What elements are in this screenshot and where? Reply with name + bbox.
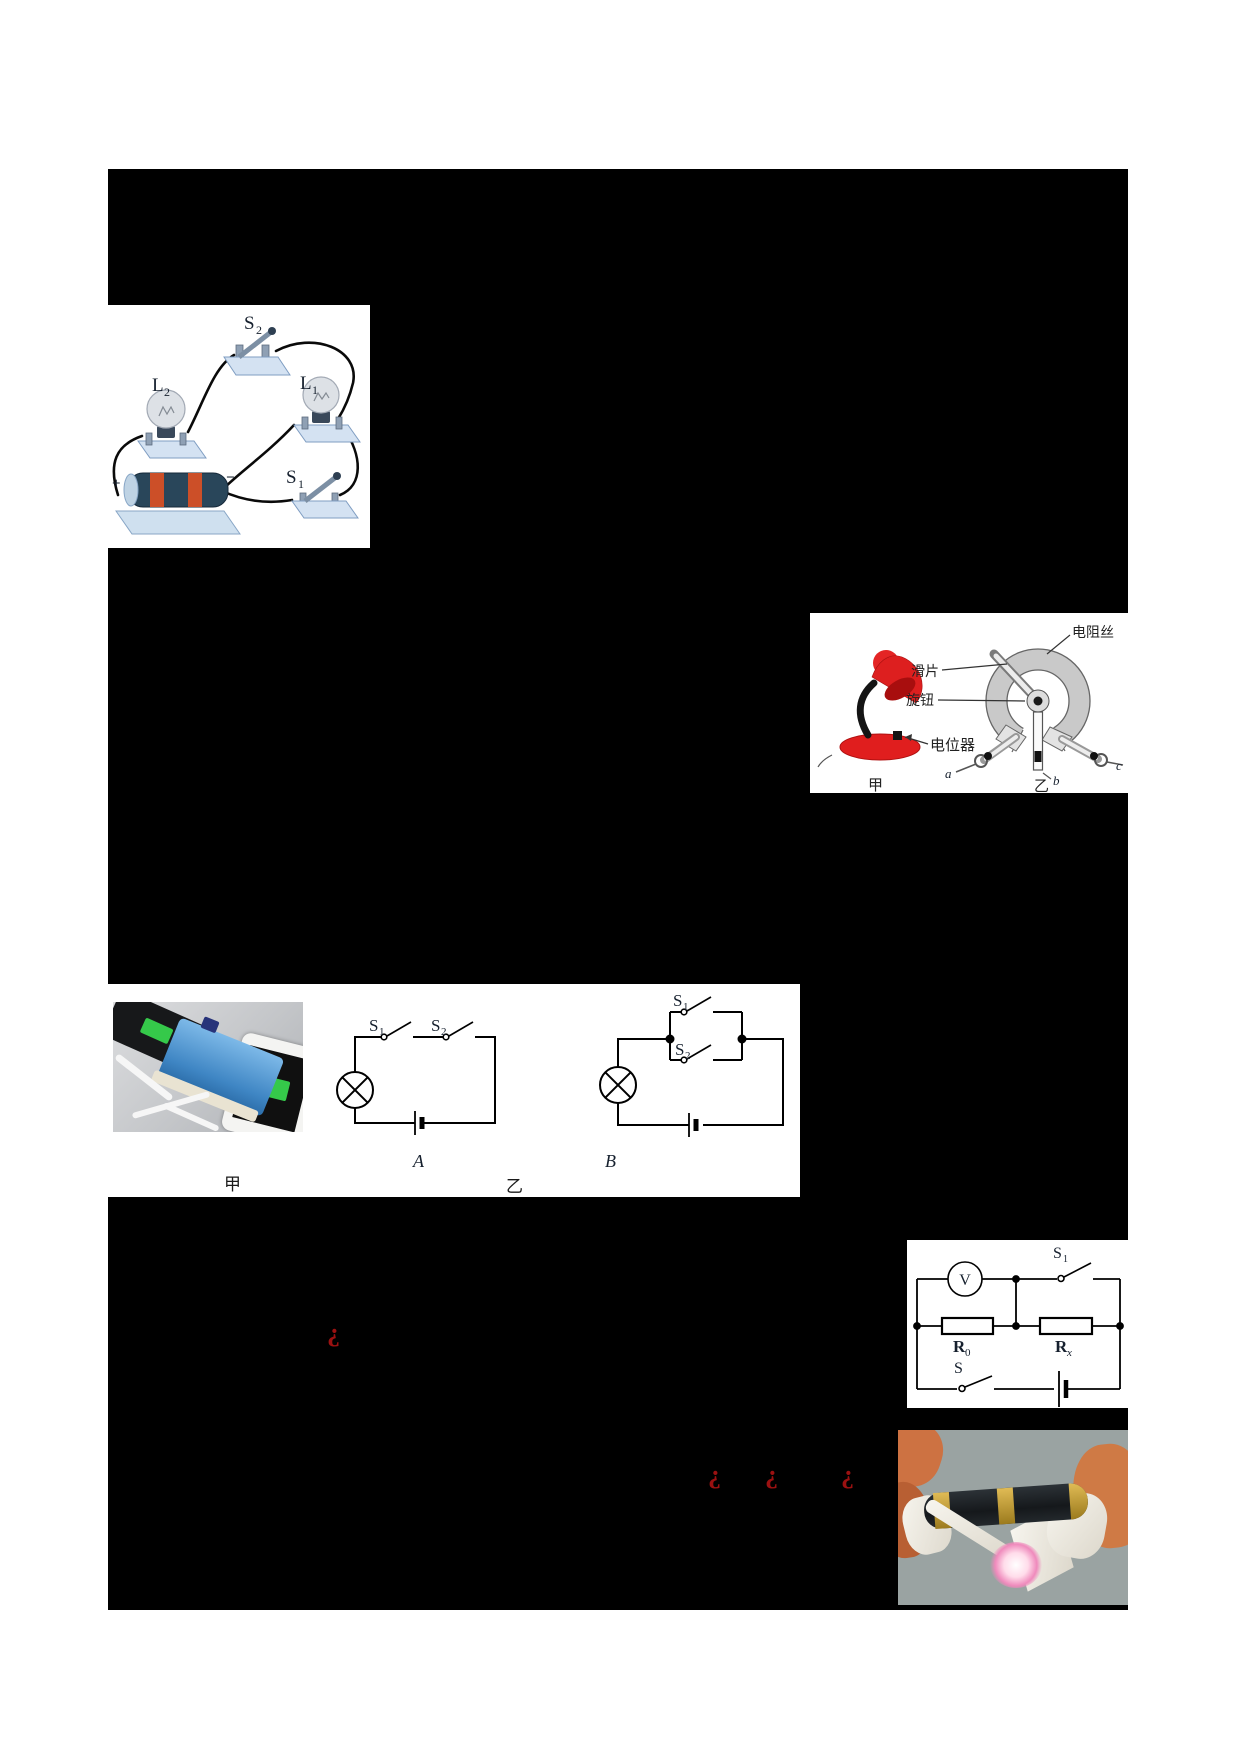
bulb-l1	[293, 376, 361, 443]
figure-powerbank-circuits: S 1 S 2 A	[108, 984, 800, 1197]
switch-s1-sub: 1	[298, 477, 304, 491]
switch-s2-sub: 2	[256, 323, 262, 337]
potentiometer-pointer-arrow	[905, 734, 912, 741]
terminal-c-label: c	[1116, 758, 1122, 773]
circuit-a-s1-label: S	[369, 1016, 378, 1035]
circuit-a	[336, 1021, 496, 1135]
bulbs-circuit-drawing: + − S 2 L 2	[112, 313, 361, 535]
red-placeholder-mark: ¿	[708, 1460, 721, 1489]
circuit-wires	[913, 1261, 1124, 1407]
red-placeholder-mark: ¿	[327, 1318, 340, 1347]
desk-lamp	[817, 650, 923, 768]
glowing-spot	[990, 1542, 1042, 1588]
bulb-l1-sub: 1	[312, 383, 318, 397]
switch-s1-label: S	[286, 467, 297, 488]
fig2-jia-label: 甲	[868, 776, 883, 793]
knob-pointer	[937, 699, 1026, 702]
figure-lamp-potentiometer: 电位器	[810, 613, 1128, 795]
battery-minus-label: −	[226, 470, 235, 486]
circuit-a-s1-sub: 1	[379, 1026, 385, 1038]
circuit-a-s2-label: S	[431, 1016, 440, 1035]
usb-cable	[162, 1102, 220, 1132]
potentiometer-diagram	[955, 648, 1124, 780]
fig4-s-label: S	[954, 1360, 963, 1377]
circuit-a-s2-sub: 2	[441, 1026, 447, 1038]
fig4-rx-label: R	[1055, 1337, 1068, 1356]
lamp-potentiometer-drawing: 电位器	[817, 625, 1124, 795]
fig4-r0-sub: 0	[965, 1347, 971, 1359]
fig3-jia-label: 甲	[224, 1175, 241, 1195]
red-placeholder-mark: ¿	[841, 1460, 854, 1489]
terminal-b-label: b	[1053, 773, 1060, 788]
fig4-s1-sub: 1	[1063, 1254, 1068, 1265]
fig4-s1-label: S	[1053, 1245, 1062, 1262]
slider-label: 滑片	[911, 663, 939, 680]
knob-label: 旋钮	[906, 693, 934, 709]
switch-s2-label: S	[244, 313, 255, 334]
resistance-wire-label: 电阻丝	[1072, 625, 1114, 641]
figure-voltmeter-circuit: V S 1 R 0 R x S	[907, 1240, 1128, 1408]
potentiometer-label: 电位器	[930, 736, 975, 754]
battery-plus-label: +	[112, 476, 121, 492]
red-placeholder-mark: ¿	[765, 1460, 778, 1489]
circuit-b-s2-label: S	[675, 1040, 684, 1059]
voltmeter-label: V	[959, 1272, 971, 1289]
circuit-a-label: A	[412, 1151, 425, 1171]
lamp-dimmer-knob	[893, 731, 902, 740]
battery	[115, 472, 241, 535]
circuit-b-s1-sub: 1	[683, 1001, 689, 1013]
fig2-yi-label: 乙	[1034, 777, 1049, 793]
knob-center	[1033, 696, 1043, 706]
circuit-b-s1-label: S	[673, 991, 682, 1010]
bulb-l2	[137, 389, 207, 459]
figure-bulbs-circuit: + − S 2 L 2	[108, 305, 370, 548]
fig4-rx-sub: x	[1066, 1347, 1072, 1359]
powerbank-photo	[113, 1002, 303, 1132]
circuit-b-label: B	[605, 1151, 616, 1171]
bulb-l1-label: L	[300, 373, 312, 394]
terminal-a-label: a	[945, 766, 952, 781]
switch-s2	[223, 327, 291, 376]
figure-battery-experiment-photo	[898, 1430, 1128, 1605]
circuit-b	[599, 996, 784, 1137]
bulb-l2-label: L	[152, 375, 164, 396]
slider-pointer	[941, 663, 1008, 671]
circuit-b-s2-sub: 2	[685, 1050, 691, 1062]
fig4-r0-label: R	[953, 1337, 966, 1356]
bulb-l2-sub: 2	[164, 385, 170, 399]
phone-battery-icon	[139, 1017, 174, 1045]
voltmeter-circuit-drawing: V S 1 R 0 R x S	[913, 1245, 1124, 1407]
switch-s1	[291, 472, 359, 519]
circuits-ab-drawing: S 1 S 2 A	[336, 991, 784, 1171]
resistance-wire-pointer	[1046, 634, 1071, 655]
fig3-yi-label: 乙	[506, 1177, 523, 1197]
terminal-b-shaft	[1032, 711, 1044, 771]
right-lug	[1041, 726, 1073, 752]
